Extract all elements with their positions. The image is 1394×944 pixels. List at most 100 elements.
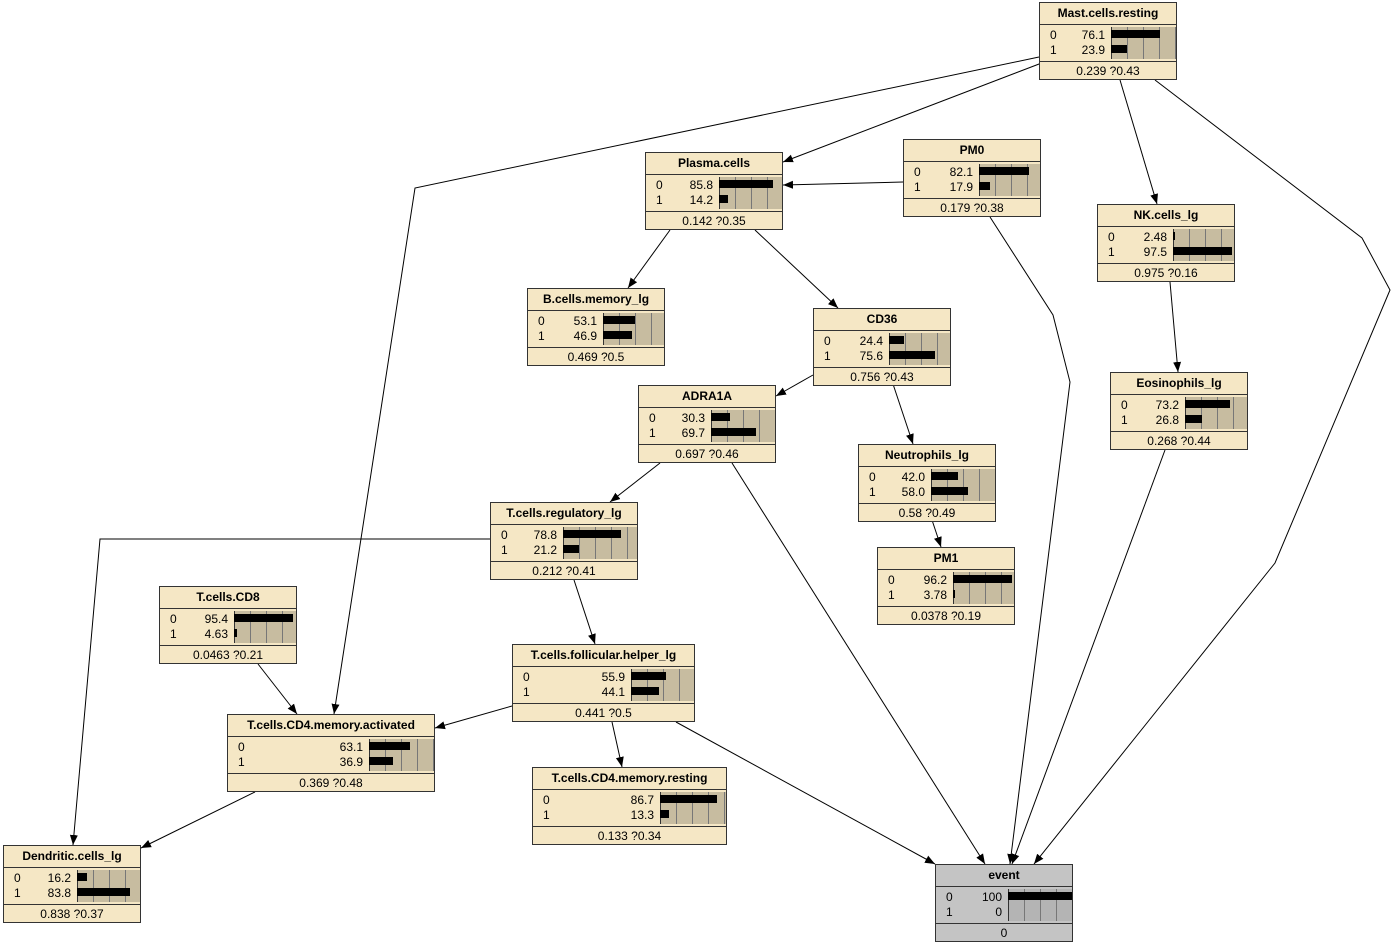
belief-bar	[77, 873, 87, 881]
state-label: 1	[501, 543, 508, 557]
belief-bar-area	[979, 164, 1040, 196]
node-summary: 0.469 ?0.5	[567, 350, 625, 364]
state-label: 0	[649, 411, 656, 425]
belief-bar	[1111, 45, 1127, 53]
state-percent: 85.8	[689, 178, 713, 192]
state-percent: 42.0	[901, 470, 925, 484]
belief-bar-area	[1173, 229, 1234, 261]
node-summary: 0.58 ?0.49	[898, 506, 956, 520]
state-label: 1	[523, 685, 530, 699]
belief-bar	[369, 742, 410, 750]
edge-adra-to-treg	[609, 462, 661, 503]
belief-bar	[931, 472, 958, 480]
state-label: 0	[543, 793, 550, 807]
node-title: CD36	[814, 309, 950, 331]
node-title: PM0	[904, 140, 1040, 162]
state-percent: 24.4	[859, 334, 883, 348]
node-title: Mast.cells.resting	[1040, 3, 1176, 25]
state-percent: 4.63	[204, 627, 228, 641]
edge-adra-to-event	[731, 462, 986, 865]
state-percent: 83.8	[47, 886, 71, 900]
state-label: 0	[1108, 230, 1115, 244]
belief-bar	[369, 757, 393, 765]
state-label: 0	[656, 178, 663, 192]
state-percent: 76.1	[1081, 28, 1105, 42]
state-percent: 2.48	[1143, 230, 1167, 244]
state-label: 1	[170, 627, 177, 641]
state-percent: 36.9	[339, 755, 363, 769]
edge-eos-to-event	[1011, 449, 1166, 865]
edge-mast-to-plasma	[782, 55, 1061, 163]
state-label: 0	[914, 165, 921, 179]
state-label: 0	[538, 314, 545, 328]
state-percent: 63.1	[339, 740, 363, 754]
state-percent: 55.9	[601, 670, 625, 684]
state-label: 1	[1050, 43, 1057, 57]
belief-bar	[603, 331, 632, 339]
state-label: 1	[649, 426, 656, 440]
belief-bar	[979, 167, 1029, 175]
node-summary: 0.0378 ?0.19	[910, 609, 982, 623]
belief-bar	[1008, 892, 1072, 900]
belief-bar	[631, 687, 659, 695]
state-label: 1	[1108, 245, 1115, 259]
node-title: Plasma.cells	[646, 153, 782, 175]
belief-bar	[563, 545, 579, 553]
state-percent: 21.2	[533, 543, 557, 557]
state-percent: 69.7	[681, 426, 705, 440]
edge-tfh-to-cd4rest	[611, 721, 624, 768]
state-label: 1	[1121, 413, 1128, 427]
node-title: event	[936, 865, 1072, 887]
edge-tfh-to-cd4act	[434, 705, 513, 730]
state-label: 0	[170, 612, 177, 626]
node-title: ADRA1A	[639, 386, 775, 408]
belief-bar	[1185, 415, 1202, 423]
belief-bar	[1111, 30, 1160, 38]
node-summary: 0.133 ?0.34	[597, 829, 662, 843]
belief-bar	[719, 195, 728, 203]
state-percent: 75.6	[859, 349, 883, 363]
state-label: 0	[946, 890, 953, 904]
belief-bar	[660, 795, 717, 803]
